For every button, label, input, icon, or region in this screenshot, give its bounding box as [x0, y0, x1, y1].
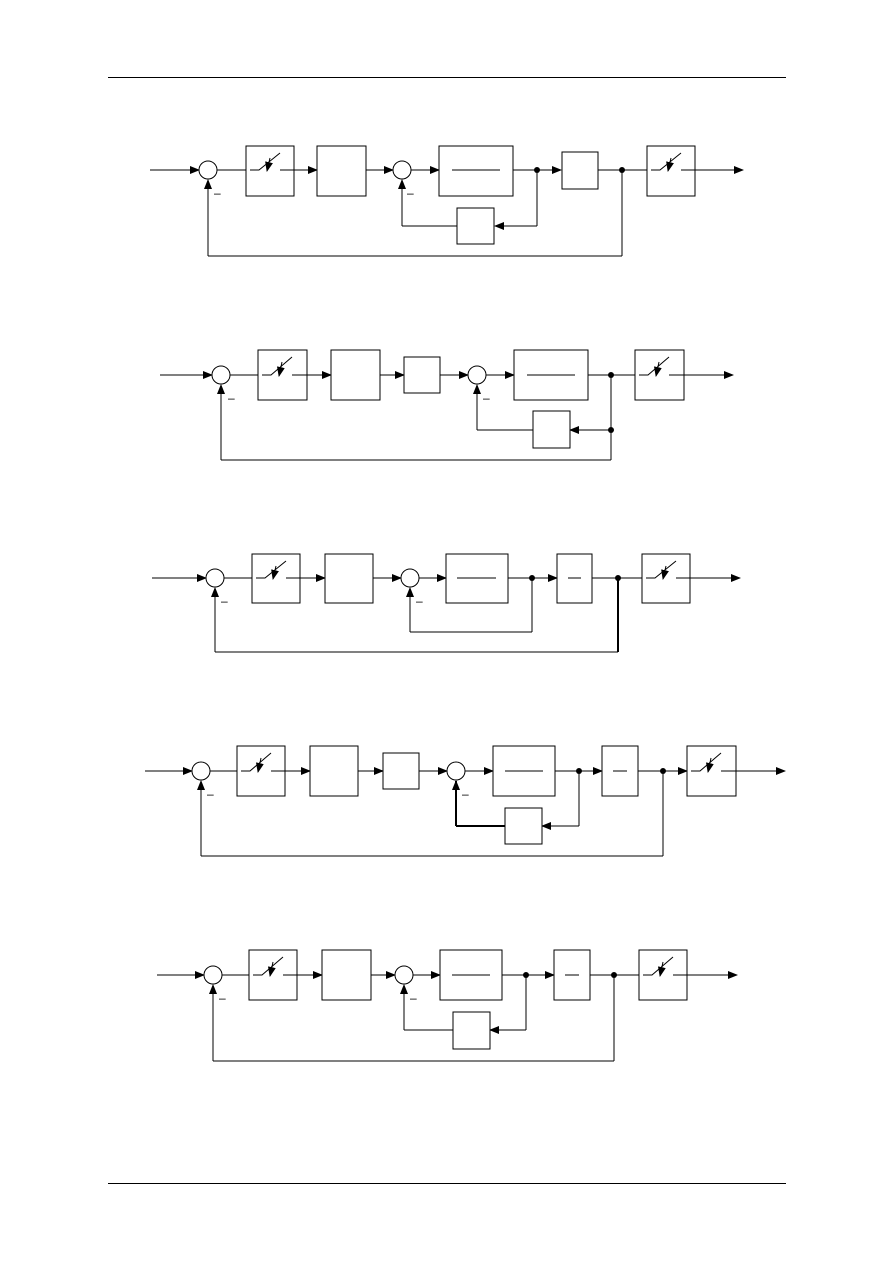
minus-sign: –	[221, 594, 228, 608]
feedback-block	[532, 410, 571, 449]
sampler-switch-icon	[646, 560, 690, 580]
minus-sign: –	[410, 991, 417, 1005]
block-diagram-4: – –	[0, 731, 893, 871]
block-diagram-1: – –	[0, 130, 893, 270]
gain-block	[382, 752, 420, 790]
minus-sign: –	[483, 391, 490, 405]
sampler-switch-icon	[256, 560, 300, 580]
summing-junction-icon	[191, 761, 211, 781]
feedback-block	[456, 207, 495, 245]
sampler-switch-icon	[262, 356, 307, 377]
summing-junction-icon	[394, 965, 414, 985]
sampler-switch-icon	[241, 752, 285, 773]
hold-block	[316, 145, 367, 197]
gain-block	[403, 356, 441, 394]
summing-junction-icon	[198, 160, 218, 180]
feedback-block	[452, 1011, 491, 1050]
hold-block	[330, 349, 381, 401]
summing-junction-icon	[392, 160, 412, 180]
gain-block	[561, 151, 599, 190]
summing-junction-icon	[203, 965, 223, 985]
minus-sign: –	[228, 391, 235, 405]
minus-sign: –	[462, 787, 469, 801]
summing-junction-icon	[205, 568, 225, 588]
header-rule	[108, 77, 786, 78]
sampler-switch-icon	[253, 956, 297, 977]
sampler-switch-icon	[643, 956, 687, 977]
summing-junction-icon	[446, 761, 466, 781]
plant-block	[438, 145, 514, 197]
summing-junction-icon	[400, 568, 420, 588]
sampler-switch-icon	[639, 356, 684, 377]
summing-junction-icon	[211, 365, 231, 385]
footer-rule	[108, 1183, 786, 1184]
sampler-switch-icon	[250, 152, 294, 172]
minus-sign: –	[416, 594, 423, 608]
hold-block	[324, 553, 374, 604]
minus-sign: –	[407, 186, 414, 200]
summing-junction-icon	[467, 365, 487, 385]
feedback-block	[504, 807, 543, 845]
block-diagram-5: – –	[0, 935, 893, 1075]
minus-sign: –	[219, 991, 226, 1005]
minus-sign: –	[214, 186, 221, 200]
sampler-block	[245, 145, 295, 197]
hold-block	[309, 745, 359, 797]
sampler-switch-icon	[651, 152, 695, 172]
block-diagram-2: – –	[0, 335, 893, 475]
sampler-block	[646, 145, 696, 197]
hold-block	[321, 949, 372, 1001]
minus-sign: –	[207, 787, 214, 801]
block-diagram-3: – –	[0, 538, 893, 668]
sampler-switch-icon	[691, 752, 736, 773]
